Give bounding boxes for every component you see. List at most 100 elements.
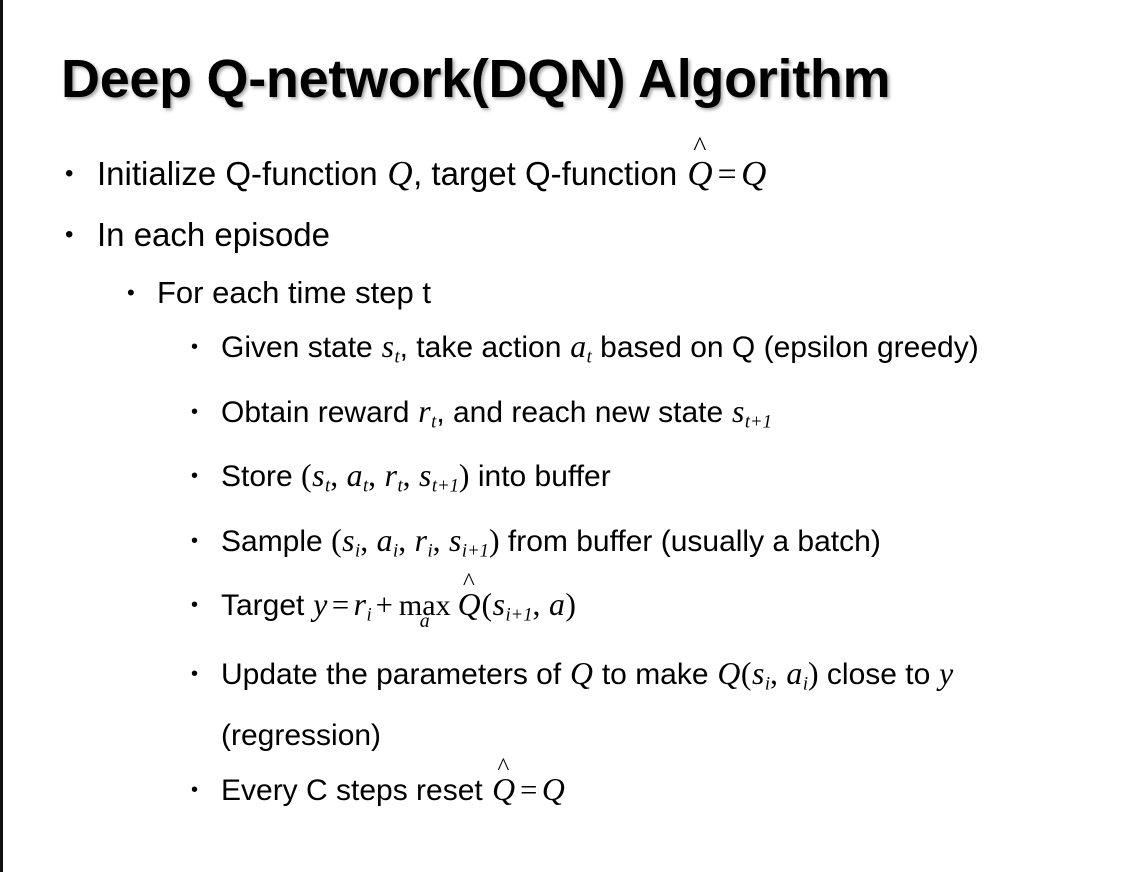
hat-accent-icon: ^ bbox=[497, 752, 510, 782]
math-subscript-t: t bbox=[397, 475, 403, 497]
math-var-y: y bbox=[939, 655, 954, 691]
math-var-s: s bbox=[419, 458, 432, 494]
slide-body: • Initialize Q-function Q, target Q-func… bbox=[3, 132, 1124, 817]
math-max-label: max bbox=[398, 589, 451, 623]
math-subscript-i-plus-1: i+1 bbox=[505, 604, 533, 626]
bullet-text-reset-target-network: Every C steps reset ^Q=Q bbox=[221, 752, 1107, 817]
math-subscript-t-plus-1: t+1 bbox=[744, 411, 772, 433]
math-comma: , bbox=[770, 655, 786, 691]
bullet-glyph: • bbox=[191, 400, 199, 423]
math-paren-close: ) bbox=[807, 655, 819, 691]
math-subscript-i-plus-1: i+1 bbox=[461, 540, 489, 562]
math-paren-open: ( bbox=[740, 655, 752, 691]
math-op-equals: = bbox=[717, 156, 737, 193]
text-run: close to bbox=[818, 657, 939, 691]
text-run: Every C steps reset bbox=[221, 774, 492, 808]
bullet-glyph: • bbox=[127, 280, 135, 305]
bullet-item-obtain-reward: • Obtain reward rt, and reach new state … bbox=[3, 386, 1124, 449]
math-subscript-i: i bbox=[427, 540, 433, 562]
bullet-glyph: • bbox=[191, 336, 199, 358]
math-var-r: r bbox=[384, 458, 397, 494]
math-var-s: s bbox=[751, 655, 765, 691]
text-run: , target Q-function bbox=[413, 155, 687, 192]
bullet-glyph: • bbox=[65, 221, 74, 248]
bullet-text-update-parameters: Update the parameters of Q to make Q(si,… bbox=[221, 648, 1107, 763]
bullet-glyph: • bbox=[191, 529, 199, 552]
hat-accent-icon: ^ bbox=[693, 130, 707, 162]
math-subscript-t: t bbox=[363, 475, 369, 497]
bullet-text-store-transition: Store (st, at, rt, st+1) into buffer bbox=[221, 450, 1107, 513]
math-subscript-t: t bbox=[586, 346, 592, 368]
math-var-a: a bbox=[548, 587, 565, 623]
bullet-item-initialize: • Initialize Q-function Q, target Q-func… bbox=[3, 132, 1124, 205]
math-var-s: s bbox=[381, 329, 394, 364]
text-run: Update the parameters of bbox=[221, 657, 570, 691]
math-var-s: s bbox=[449, 522, 462, 558]
bullet-glyph: • bbox=[191, 594, 199, 617]
math-var-q: Q bbox=[717, 655, 741, 691]
math-var-a: a bbox=[786, 655, 803, 691]
math-paren-open: ( bbox=[481, 587, 493, 623]
math-paren-open: ( bbox=[301, 458, 312, 494]
bullet-text-sample-batch: Sample (si, ai, ri, si+1) from buffer (u… bbox=[221, 515, 1107, 578]
bullet-text-given-state: Given state st, take action at based on … bbox=[221, 321, 1107, 384]
math-var-s: s bbox=[342, 522, 355, 558]
math-var-y: y bbox=[313, 587, 328, 623]
math-comma: , bbox=[360, 522, 377, 558]
text-run: Target bbox=[221, 589, 313, 623]
math-subscript-t: t bbox=[431, 411, 437, 433]
text-run: , take action bbox=[399, 331, 570, 364]
bullet-item-reset-target-network: • Every C steps reset ^Q=Q bbox=[3, 752, 1124, 817]
math-op-plus: + bbox=[375, 588, 393, 623]
text-run: based on Q (epsilon greedy) bbox=[591, 331, 979, 364]
math-var-q: Q bbox=[541, 772, 565, 808]
math-subscript-i: i bbox=[393, 540, 399, 562]
math-comma: , bbox=[330, 458, 347, 494]
bullet-item-for-each-time-step: • For each time step t bbox=[3, 265, 1124, 321]
math-op-equals: = bbox=[520, 773, 538, 808]
math-subscript-t: t bbox=[325, 475, 331, 497]
math-paren-close: ) bbox=[488, 522, 500, 558]
text-run: , and reach new state bbox=[436, 395, 732, 429]
math-var-r: r bbox=[418, 393, 431, 429]
math-var-a: a bbox=[346, 458, 363, 494]
math-comma: , bbox=[432, 522, 449, 558]
bullet-text-for-each-time-step: For each time step t bbox=[157, 275, 431, 310]
bullet-glyph: • bbox=[191, 465, 199, 488]
math-var-s: s bbox=[732, 393, 745, 429]
math-var-s: s bbox=[492, 587, 506, 623]
math-subscript-i: i bbox=[802, 673, 808, 695]
math-subscript-t-plus-1: t+1 bbox=[431, 475, 459, 497]
math-subscript-i: i bbox=[366, 604, 372, 626]
math-var-a: a bbox=[376, 522, 393, 558]
math-subscript-i: i bbox=[764, 673, 770, 695]
math-comma: , bbox=[402, 458, 419, 494]
bullet-text-obtain-reward: Obtain reward rt, and reach new state st… bbox=[221, 386, 1107, 449]
hat-accent-icon: ^ bbox=[462, 567, 475, 597]
math-var-q: Q bbox=[570, 655, 593, 691]
math-paren-close: ) bbox=[458, 458, 470, 494]
math-qhat: ^Q bbox=[492, 752, 516, 808]
text-run: from buffer (usually a batch) bbox=[499, 524, 881, 558]
bullet-glyph: • bbox=[191, 662, 199, 685]
text-run: Initialize Q-function bbox=[97, 155, 387, 192]
math-var-q: Q bbox=[387, 154, 413, 193]
math-subscript-t: t bbox=[394, 346, 400, 368]
page-title: Deep Q-network(DQN) Algorithm bbox=[61, 49, 891, 109]
text-run: Store bbox=[221, 460, 302, 494]
math-var-q: Q bbox=[741, 154, 767, 193]
bullet-glyph: • bbox=[191, 779, 199, 802]
bullet-text-initialize: Initialize Q-function Q, target Q-functi… bbox=[97, 132, 1124, 205]
bullet-item-sample-batch: • Sample (si, ai, ri, si+1) from buffer … bbox=[3, 515, 1124, 578]
bullet-item-update-parameters: • Update the parameters of Q to make Q(s… bbox=[3, 648, 1124, 763]
math-comma: , bbox=[398, 522, 415, 558]
math-var-s: s bbox=[312, 458, 325, 494]
bullet-item-store-transition: • Store (st, at, rt, st+1) into buffer bbox=[3, 450, 1124, 513]
math-qhat: ^Q bbox=[457, 567, 481, 623]
math-paren-close: ) bbox=[565, 587, 576, 623]
text-run: (regression) bbox=[221, 719, 382, 753]
